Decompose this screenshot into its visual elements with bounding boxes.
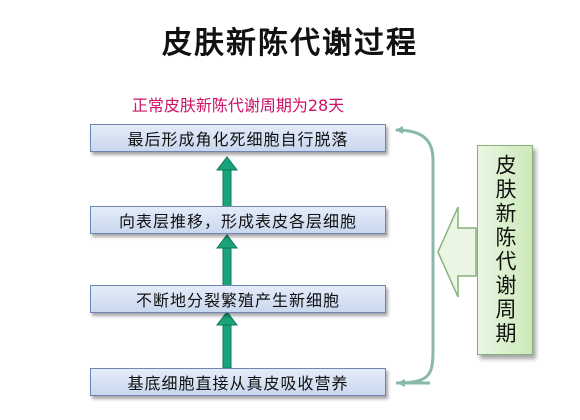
side-pointer-arrow	[437, 206, 477, 298]
cycle-label-text: 皮肤新陈代谢周期	[493, 154, 517, 346]
step-nutrient-absorption-label: 基底细胞直接从真皮吸收营养	[127, 374, 349, 393]
step-push-to-surface-label: 向表层推移，形成表皮各层细胞	[118, 212, 357, 231]
up-arrow-1	[215, 156, 239, 211]
step-shedding-label: 最后形成角化死细胞自行脱落	[127, 130, 349, 149]
page-title: 皮肤新陈代谢过程	[162, 26, 418, 61]
step-push-to-surface: 向表层推移，形成表皮各层细胞	[90, 206, 386, 234]
step-nutrient-absorption: 基底细胞直接从真皮吸收营养	[90, 368, 386, 396]
cycle-label-box: 皮肤新陈代谢周期	[477, 145, 533, 355]
step-cell-division-label: 不断地分裂繁殖产生新细胞	[135, 291, 340, 310]
up-arrow-2	[215, 234, 239, 289]
cycle-duration-note: 正常皮肤新陈代谢周期为28天	[131, 96, 345, 115]
step-shedding: 最后形成角化死细胞自行脱落	[90, 124, 386, 152]
cycle-curve-arrow	[395, 126, 435, 385]
up-arrow-3	[215, 311, 239, 369]
step-cell-division: 不断地分裂繁殖产生新细胞	[90, 285, 386, 313]
